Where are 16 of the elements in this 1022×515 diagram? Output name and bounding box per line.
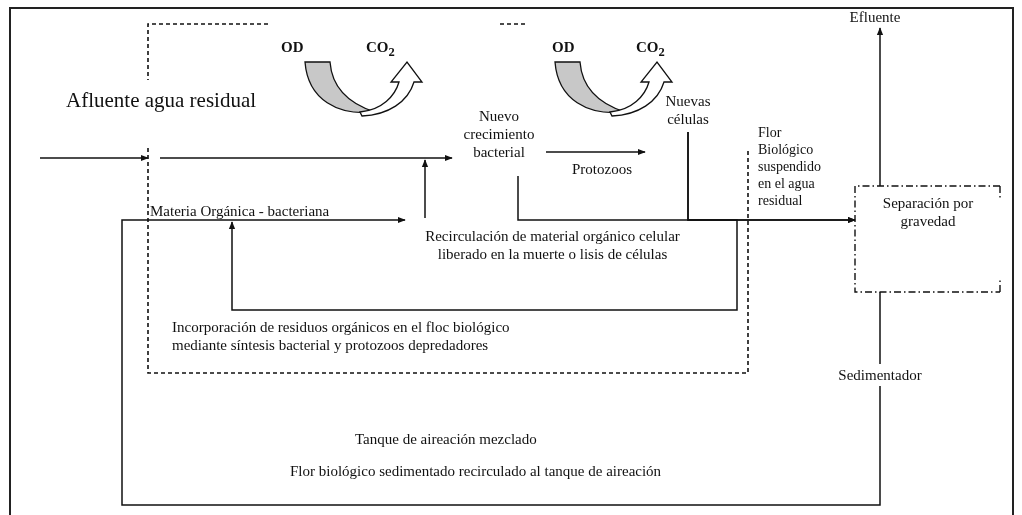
text-label: CO$_{2}$: [366, 38, 395, 60]
node-label: Nuevas células: [664, 92, 712, 129]
text-label: OD: [552, 38, 575, 56]
text-label: Protozoos: [572, 160, 632, 178]
node-label: Materia Orgánica - bacteriana: [150, 202, 331, 220]
node-label: Incorporación de residuos orgánicos en el floc biológico mediante síntesis bacterial y protozoos depredadores: [172, 318, 511, 354]
node-label: Separación por gravedad: [881, 194, 975, 230]
text-label: Afluente agua residual: [66, 88, 257, 114]
node-label: Sedimentador: [837, 366, 923, 385]
node-label: Nuevo crecimiento bacterial: [462, 107, 536, 162]
text-label: Tanque de aireación mezclado: [355, 430, 537, 448]
node-label: Efluente: [848, 8, 902, 27]
text-label: Flor biológico sedimentado recirculado al tanque de aireación: [290, 462, 662, 480]
node-label: Recirculación de material orgánico celular liberado en la muerte o lisis de células: [424, 227, 681, 264]
text-label: OD: [281, 38, 304, 56]
text-label: CO$_{2}$: [636, 38, 665, 60]
